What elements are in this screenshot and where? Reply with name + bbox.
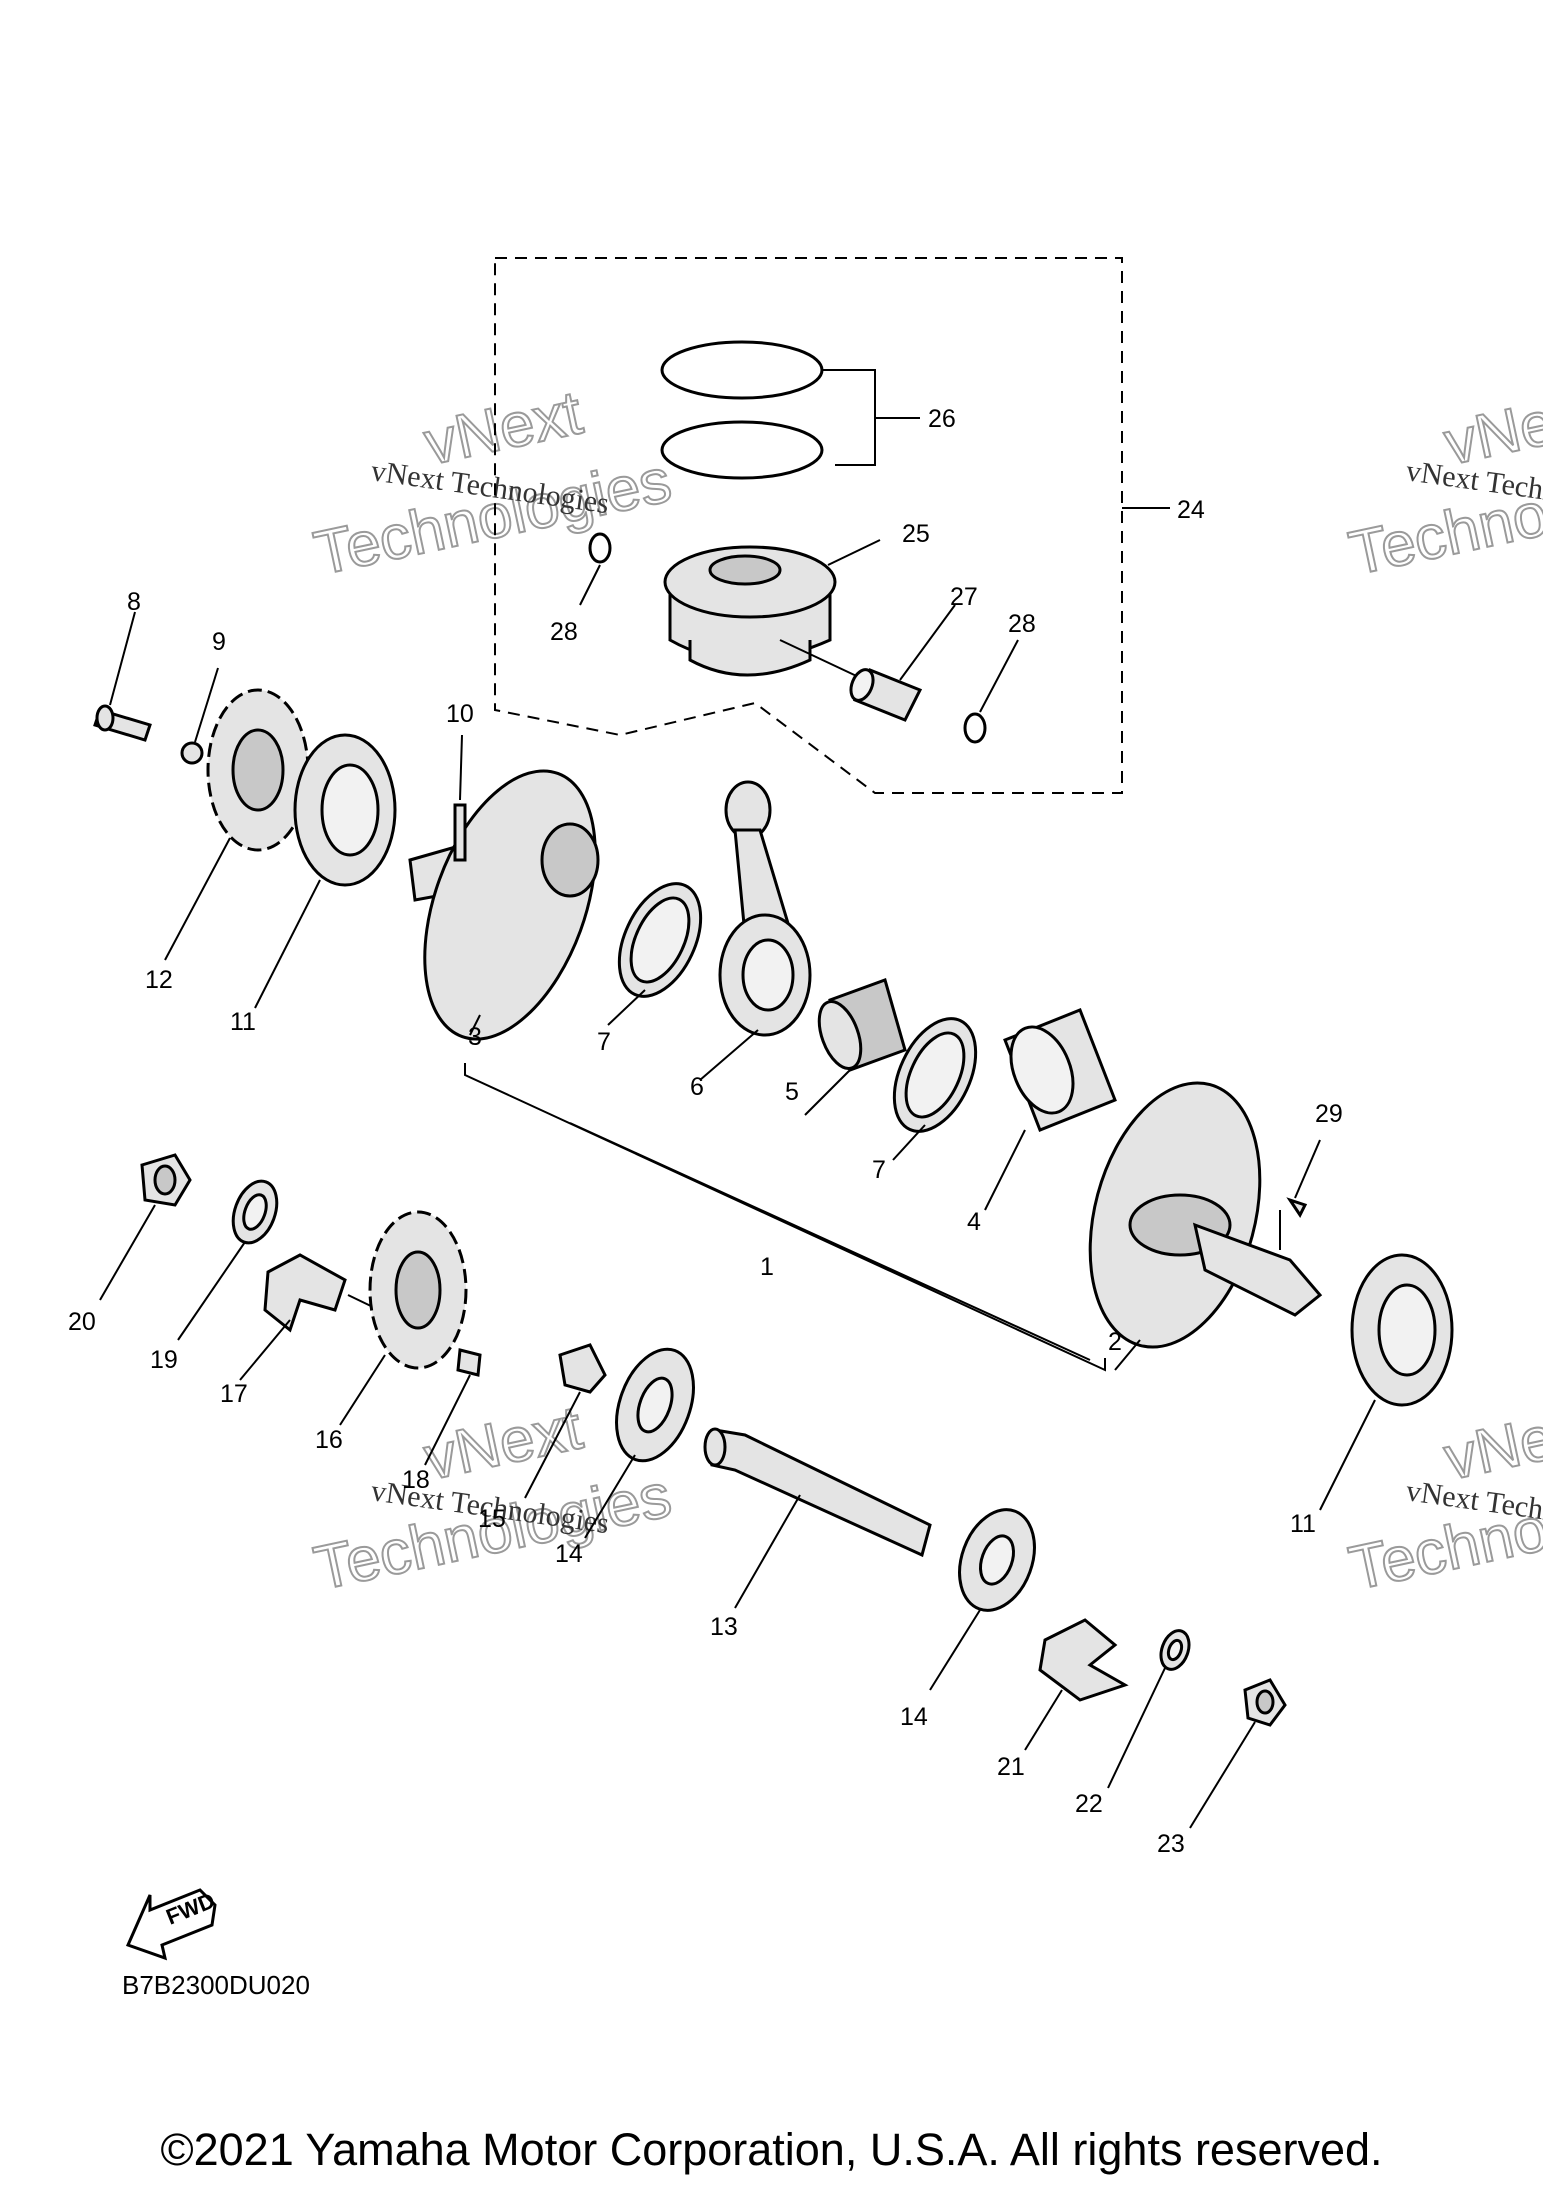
- washer: [180, 667, 219, 765]
- callout-15: 15: [478, 1505, 506, 1533]
- callout-29: 29: [1315, 1100, 1343, 1128]
- bolt: [93, 611, 152, 742]
- svg-text:Technologies: Technologies: [309, 446, 677, 589]
- callout-21: 21: [997, 1753, 1025, 1781]
- crank-web-left: [408, 769, 600, 1041]
- thrust-washer-left: [607, 882, 703, 1026]
- callout-9: 9: [212, 628, 226, 656]
- callout-11a: 11: [230, 1008, 256, 1036]
- bearing-balancer-left: [584, 1347, 695, 1539]
- piston: [663, 539, 881, 677]
- callout-8: 8: [127, 588, 141, 616]
- bearing-right: [1319, 1253, 1454, 1511]
- watermark-top-right: vNext Technologies vNext Technologies: [1343, 377, 1543, 589]
- collar-balancer: [524, 1343, 607, 1499]
- callout-26: 26: [928, 405, 956, 433]
- piston-pin: [779, 604, 956, 722]
- crank-pin-stub: [453, 734, 467, 862]
- callout-labels: 1 2 3 4 5 6 7 7 8 9 10 11 11 12 13 14 14…: [68, 405, 1343, 1858]
- bearing-left: [254, 733, 397, 1009]
- callout-22: 22: [1075, 1790, 1103, 1818]
- callout-3: 3: [468, 1023, 482, 1051]
- crank-web-right: [1088, 1081, 1323, 1371]
- piston-group-outline: [494, 257, 1123, 794]
- balancer-weight-left: [239, 1253, 376, 1381]
- washer-balancer-right: [1107, 1629, 1191, 1789]
- callout-1: 1: [760, 1253, 774, 1281]
- connecting-rod: [699, 780, 812, 1081]
- copyright-notice: ©2021 Yamaha Motor Corporation, U.S.A. A…: [160, 2124, 1383, 2175]
- bolt-balancer: [424, 1348, 482, 1466]
- callout-28b: 28: [1008, 610, 1036, 638]
- callout-6: 6: [690, 1073, 704, 1101]
- callout-18: 18: [402, 1466, 430, 1494]
- watermark-bottom-right: vNext Technologies vNext Technologies: [1343, 1392, 1543, 1604]
- callout-24: 24: [1177, 496, 1205, 524]
- callout-10: 10: [446, 700, 474, 728]
- callout-20: 20: [68, 1308, 96, 1336]
- piston-rings: [660, 340, 920, 480]
- callout-23: 23: [1157, 1830, 1185, 1858]
- woodruff-key: [1279, 1139, 1321, 1250]
- sprocket-crank: [164, 688, 310, 961]
- callout-2: 2: [1108, 1328, 1122, 1356]
- callout-28a: 28: [550, 618, 578, 646]
- svg-text:vNext: vNext: [419, 1393, 588, 1493]
- balancer-shaft: [703, 1427, 932, 1609]
- callout-16: 16: [315, 1426, 343, 1454]
- callout-5: 5: [785, 1078, 799, 1106]
- callout-12: 12: [145, 966, 173, 994]
- callout-14a: 14: [555, 1540, 583, 1568]
- thrust-washer-right: [892, 1017, 978, 1161]
- nut-balancer-right: [1189, 1678, 1287, 1829]
- callout-7a: 7: [597, 1028, 611, 1056]
- callout-17: 17: [220, 1380, 248, 1408]
- balancer-weight-right: [1024, 1618, 1129, 1751]
- sprocket-balancer: [339, 1210, 468, 1426]
- crank-pin: [984, 1008, 1117, 1211]
- callout-11b: 11: [1290, 1510, 1316, 1538]
- circlip-left: [588, 532, 612, 564]
- callout-4: 4: [967, 1208, 981, 1236]
- callout-27: 27: [950, 583, 978, 611]
- fwd-arrow-icon: FWD: [125, 1888, 218, 1961]
- diagram-code: B7B2300DU020: [122, 1970, 310, 2000]
- callout-19: 19: [150, 1346, 178, 1374]
- bearing-balancer-right: [929, 1508, 1036, 1691]
- callout-14b: 14: [900, 1703, 928, 1731]
- watermark-top-left: vNext Technologies vNext Technologies: [308, 377, 678, 589]
- circlip-right: [963, 712, 987, 744]
- svg-text:vNext: vNext: [1439, 1393, 1543, 1493]
- nut-balancer-left: [99, 1153, 192, 1301]
- washer-balancer-left: [177, 1179, 279, 1341]
- needle-bearing: [804, 978, 907, 1116]
- callout-7b: 7: [872, 1156, 886, 1184]
- callout-25: 25: [902, 520, 930, 548]
- callout-13: 13: [710, 1613, 738, 1641]
- crankshaft-assembly-bracket: [464, 1063, 1106, 1372]
